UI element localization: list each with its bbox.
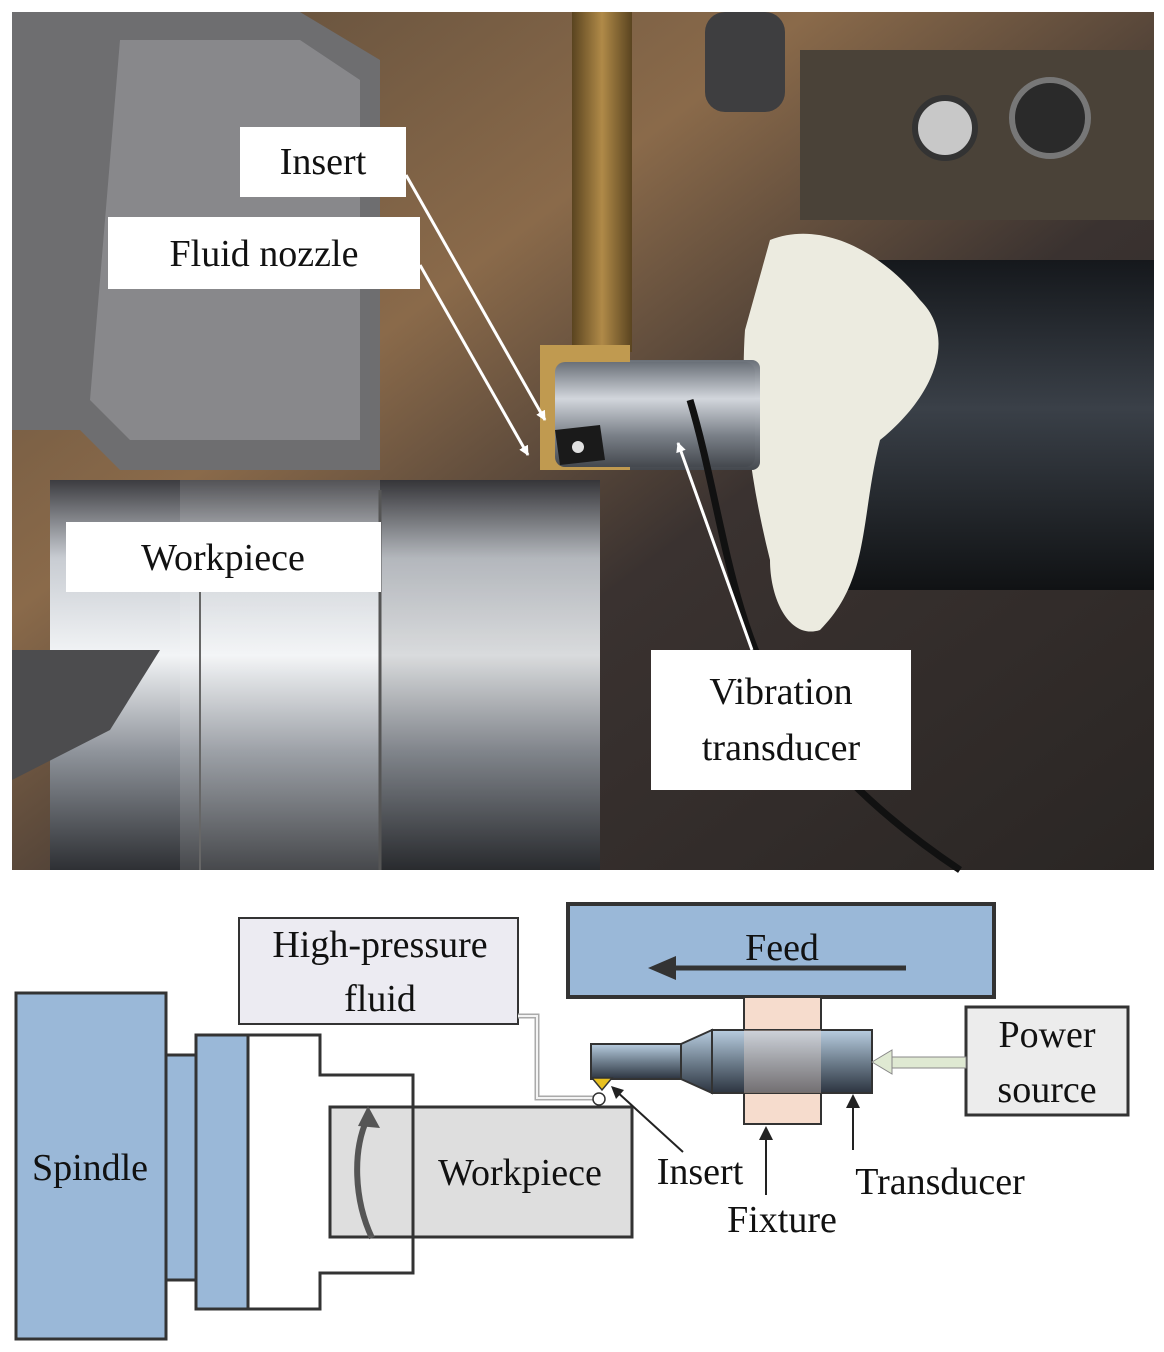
insert-label: Insert: [657, 1151, 744, 1193]
label-workpiece-photo: Workpiece: [66, 522, 381, 592]
label-vibration-text: Vibration: [709, 671, 852, 713]
high-pressure-fluid-box: [238, 917, 519, 1025]
schematic-workpiece: [328, 1105, 634, 1239]
rotation-arrow: [354, 1115, 375, 1240]
label-insert: Insert: [240, 127, 406, 197]
fluid-pipe: [518, 1013, 597, 1101]
putty-blob: [743, 233, 939, 632]
fluid-label: fluid: [344, 978, 416, 1020]
power-arrow: [887, 1056, 967, 1069]
label-fluid-nozzle: Fluid nozzle: [108, 217, 420, 289]
power-source-box: [964, 1005, 1130, 1117]
bolt-head: [1009, 77, 1091, 159]
workpiece-label: Workpiece: [438, 1152, 602, 1194]
chuck: [194, 1033, 250, 1311]
bolt-head: [705, 12, 785, 112]
insert-pointer: [614, 1089, 684, 1153]
brass-rod: [572, 12, 632, 352]
schematic-insert: [590, 1077, 614, 1092]
transducer-label: Transducer: [855, 1161, 1025, 1203]
schematic-transducer: [590, 1028, 873, 1095]
label-insert-text: Insert: [280, 141, 367, 183]
source-label: source: [997, 1069, 1096, 1111]
fixture-label: Fixture: [727, 1199, 837, 1241]
setup-schematic: Spindle Workpiece High-pressure fluid Fe…: [14, 902, 1130, 1341]
bolt-head: [912, 95, 978, 161]
label-workpiece-photo-text: Workpiece: [141, 537, 305, 579]
machining-photo: Insert Fluid nozzle Workpiece Vibration …: [12, 12, 1154, 873]
fluid-nozzle-tip: [592, 1092, 606, 1106]
feed-slide: [566, 902, 996, 999]
spindle-label: Spindle: [32, 1147, 148, 1189]
feed-label: Feed: [745, 927, 819, 969]
spindle-flange: [164, 1053, 198, 1282]
transducer-leader-arrow: [676, 442, 754, 651]
label-vibration-transducer: Vibration transducer: [651, 650, 911, 790]
label-transducer-text: transducer: [702, 727, 861, 769]
insert-leader-arrow: [404, 174, 547, 421]
high-pressure-label: High-pressure: [272, 924, 487, 966]
fluid-nozzle-leader-arrow: [418, 264, 530, 456]
power-label: Power: [998, 1014, 1095, 1056]
label-fluid-nozzle-text: Fluid nozzle: [170, 233, 359, 275]
